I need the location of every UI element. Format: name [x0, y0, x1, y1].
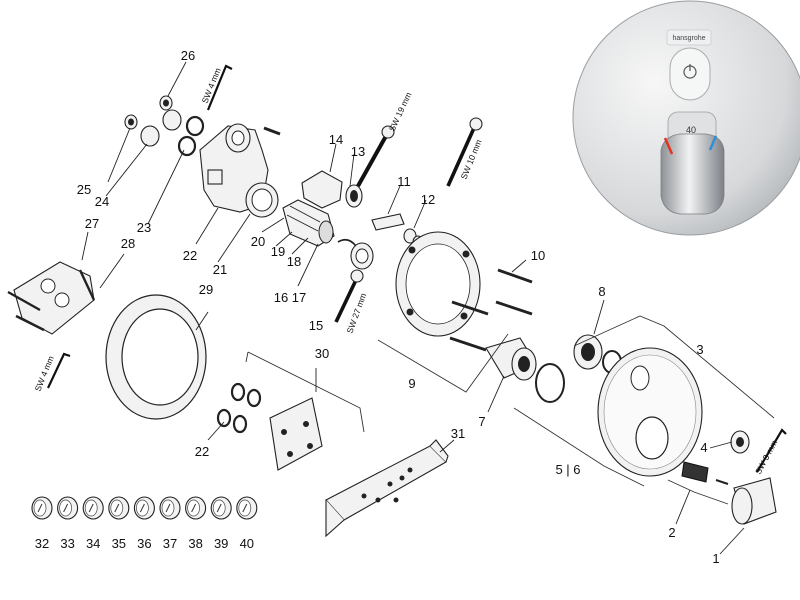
- callout-22-lower: 22: [195, 444, 209, 459]
- button-cap-35: 35: [108, 496, 130, 551]
- callout-16-17: 16 17: [274, 290, 307, 305]
- cover-plate-3: [597, 347, 703, 477]
- callout-28: 28: [121, 236, 135, 251]
- callout-7: 7: [478, 414, 485, 429]
- small-fittings: [124, 95, 205, 157]
- cartridges: [282, 170, 374, 270]
- allen-key-sw3: SW 3 mm: [753, 428, 787, 476]
- o-rings-22: [216, 382, 262, 434]
- callout-18: 18: [287, 254, 301, 269]
- button-cap-39: 39: [210, 496, 232, 551]
- cap-label-35: 35: [112, 536, 126, 551]
- sw4-left-label: SW 4 mm: [33, 354, 56, 392]
- callout-1: 1: [712, 551, 719, 566]
- cap-label-38: 38: [188, 536, 202, 551]
- button-cap-34: 34: [82, 496, 104, 551]
- spanner-sw10: SW 10 mm: [446, 117, 484, 187]
- button-cap-33: 33: [57, 496, 79, 551]
- sw3-label: SW 3 mm: [753, 438, 779, 476]
- cap-label-33: 33: [60, 536, 74, 551]
- spanner-sw19: SW 19 mm: [356, 91, 414, 187]
- button-cap-32: 32: [31, 496, 53, 551]
- manifold-27: [7, 261, 96, 335]
- ring-29: [105, 294, 207, 420]
- callout-27: 27: [85, 216, 99, 231]
- grouping-brackets: [377, 315, 775, 505]
- product-photo: hansgrohe 40: [572, 0, 800, 236]
- callout-11: 11: [397, 174, 411, 189]
- power-icon: [683, 64, 697, 79]
- cap-label-40: 40: [240, 536, 254, 551]
- callout-20: 20: [251, 234, 265, 249]
- callout-12: 12: [421, 192, 435, 207]
- callout-numbers: 1 2 3 4 5 | 6 7 8 9 10 11 12 13 14 15 16…: [77, 48, 720, 566]
- cap-label-34: 34: [86, 536, 100, 551]
- button-cap-36: 36: [133, 496, 155, 551]
- callout-8: 8: [598, 284, 605, 299]
- cap-label-32: 32: [35, 536, 49, 551]
- callout-13: 13: [351, 144, 365, 159]
- spanner-sw27: SW 27 mm: [334, 269, 368, 335]
- power-button: [669, 47, 711, 101]
- callout-10: 10: [531, 248, 545, 263]
- knob-parts: [681, 430, 777, 525]
- callout-4: 4: [700, 440, 707, 455]
- sleeve-7: [485, 337, 565, 403]
- thermostat-knob: [660, 133, 725, 215]
- callout-21: 21: [213, 262, 227, 277]
- screws-10: [449, 268, 533, 352]
- sw19-label: SW 19 mm: [387, 91, 414, 133]
- callout-15: 15: [309, 318, 323, 333]
- callout-24: 24: [95, 194, 109, 209]
- allen-key-sw4-top: SW 4 mm: [200, 64, 233, 111]
- callout-26: 26: [181, 48, 195, 63]
- callout-3: 3: [696, 342, 703, 357]
- callout-25: 25: [77, 182, 91, 197]
- part-8: [573, 334, 622, 374]
- leader-lines: [81, 61, 745, 555]
- temperature-mark: 40: [686, 125, 696, 135]
- valve-body: [199, 123, 281, 218]
- button-cap-38: 38: [185, 496, 207, 551]
- button-cap-37: 37: [159, 496, 181, 551]
- callout-23: 23: [137, 220, 151, 235]
- cap-label-36: 36: [137, 536, 151, 551]
- callout-5-6: 5 | 6: [555, 462, 580, 477]
- allen-key-sw4-left: SW 4 mm: [33, 352, 71, 393]
- mounting-plate-30: [245, 351, 365, 471]
- button-cap-40: 40: [236, 496, 258, 551]
- callout-9: 9: [408, 376, 415, 391]
- callout-30: 30: [315, 346, 329, 361]
- cap-label-37: 37: [163, 536, 177, 551]
- callout-19: 19: [271, 244, 285, 259]
- callout-2: 2: [668, 525, 675, 540]
- callout-22-upper: 22: [183, 248, 197, 263]
- cap-label-39: 39: [214, 536, 228, 551]
- brand-label: hansgrohe: [672, 35, 705, 42]
- template-31: [325, 439, 449, 538]
- sw4-top-label: SW 4 mm: [200, 66, 223, 104]
- round-plate-9: [395, 231, 481, 337]
- callout-14: 14: [329, 132, 343, 147]
- callout-31: 31: [451, 426, 465, 441]
- cap-row: 32 33 34 35 36 37 38 39 40: [31, 496, 258, 551]
- callout-29: 29: [199, 282, 213, 297]
- sw10-label: SW 10 mm: [459, 138, 484, 181]
